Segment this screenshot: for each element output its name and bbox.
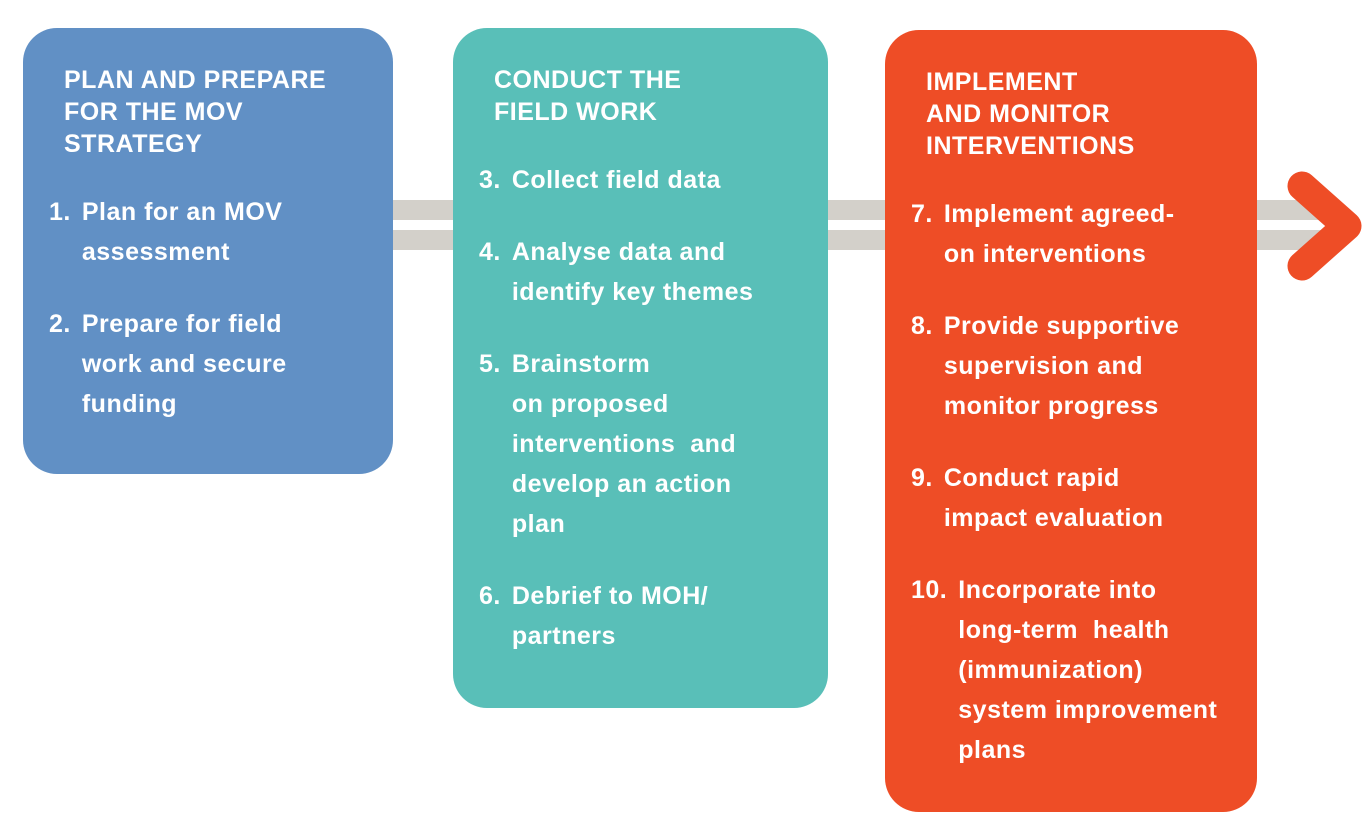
item-text: Debrief to MOH/ partners — [511, 582, 709, 650]
item-text: Provide supportive supervision and monit… — [943, 312, 1180, 420]
card-title: IMPLEMENT AND MONITOR INTERVENTIONS — [926, 68, 1135, 160]
item-text: Brainstorm on proposed interventions and… — [511, 350, 737, 538]
item-text: Incorporate into long-term health (immun… — [958, 576, 1218, 764]
card-item-list: 1. Plan for an MOV assessment 2. Prepare… — [49, 192, 377, 424]
list-item: 2. Prepare for field work and secure fun… — [49, 304, 377, 424]
item-number: 2. — [49, 310, 71, 338]
item-number: 1. — [49, 198, 71, 226]
item-number: 3. — [479, 166, 501, 194]
list-item: 3. Collect field data — [479, 160, 812, 200]
item-number: 8. — [911, 312, 933, 340]
item-text: Implement agreed- on interventions — [943, 200, 1175, 268]
card-implement-and-monitor: IMPLEMENT AND MONITOR INTERVENTIONS 7. I… — [885, 30, 1257, 812]
item-text: Conduct rapid impact evaluation — [943, 464, 1164, 532]
list-item: 8. Provide supportive supervision and mo… — [911, 306, 1241, 426]
card-title: PLAN AND PREPARE FOR THE MOV STRATEGY — [64, 66, 327, 158]
list-item: 7. Implement agreed- on interventions — [911, 194, 1241, 274]
card-conduct-field-work: CONDUCT THE FIELD WORK 3. Collect field … — [453, 28, 828, 708]
item-number: 10. — [911, 576, 948, 604]
item-number: 6. — [479, 582, 501, 610]
card-title: CONDUCT THE FIELD WORK — [494, 66, 682, 126]
item-text: Prepare for field work and secure fundin… — [81, 310, 287, 418]
list-item: 6. Debrief to MOH/ partners — [479, 576, 812, 656]
list-item: 4. Analyse data and identify key themes — [479, 232, 812, 312]
list-item: 9. Conduct rapid impact evaluation — [911, 458, 1241, 538]
list-item: 1. Plan for an MOV assessment — [49, 192, 377, 272]
flow-arrow-head-icon — [1287, 171, 1362, 281]
item-number: 4. — [479, 238, 501, 266]
item-text: Analyse data and identify key themes — [511, 238, 754, 306]
item-number: 5. — [479, 350, 501, 378]
card-item-list: 3. Collect field data 4. Analyse data an… — [479, 160, 812, 656]
item-text: Collect field data — [511, 166, 721, 194]
item-number: 7. — [911, 200, 933, 228]
list-item: 10. Incorporate into long-term health (i… — [911, 570, 1241, 770]
card-plan-and-prepare: PLAN AND PREPARE FOR THE MOV STRATEGY 1.… — [23, 28, 393, 474]
list-item: 5. Brainstorm on proposed interventions … — [479, 344, 812, 544]
card-item-list: 7. Implement agreed- on interventions 8.… — [911, 194, 1241, 770]
item-number: 9. — [911, 464, 933, 492]
item-text: Plan for an MOV assessment — [81, 198, 283, 266]
